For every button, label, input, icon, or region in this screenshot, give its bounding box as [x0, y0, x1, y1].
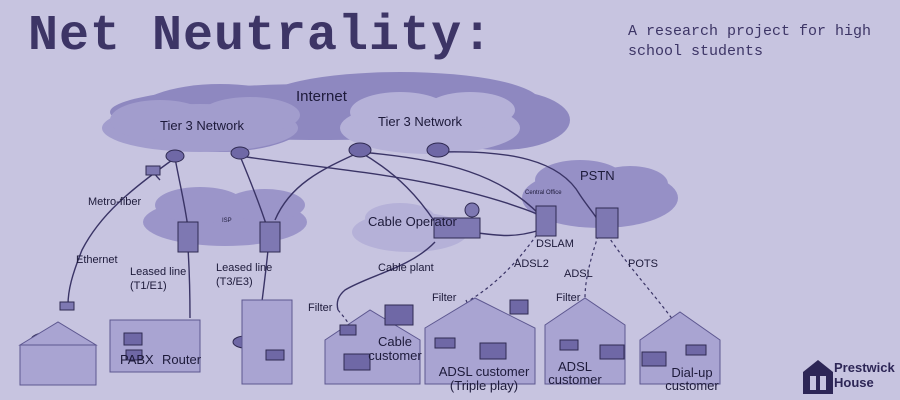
pstn-cloud [522, 160, 678, 228]
leased-line-t1-sublabel: (T1/E1) [130, 280, 167, 292]
cable-customer-label: Cable customer [360, 335, 430, 363]
page-subtitle: A research project for high school stude… [628, 23, 872, 60]
cable-head-icon [433, 202, 481, 239]
page-title: Net Neutrality: [28, 8, 494, 65]
adsl-customer-label: ADSL customer [542, 360, 608, 386]
router-label: Router [162, 352, 202, 367]
dialup-customer-line1: Dial-up [671, 365, 713, 380]
cable-plant-label: Cable plant [378, 262, 434, 274]
central-office-label: Central Office [525, 190, 562, 196]
dialup-customer-label: Dial-up customer [656, 366, 728, 392]
metro-fiber-label: Metro-fiber [88, 196, 142, 208]
internet-label: Internet [296, 88, 347, 105]
tower-icons [177, 205, 619, 253]
connection-lines [67, 151, 601, 319]
cable-operator-label: Cable Operator [368, 214, 457, 229]
tier3-right-cloud [340, 92, 520, 154]
prestwick-logo-icon [803, 360, 833, 394]
switch-icons [59, 165, 161, 311]
adsl-label: ADSL [564, 268, 593, 280]
brand-name: Prestwick House [834, 360, 895, 390]
dslam-label: DSLAM [536, 238, 574, 250]
tier3-right-label: Tier 3 Network [378, 114, 463, 129]
filter-label: Filter [556, 292, 581, 304]
adsl-customer-line1: ADSL [558, 359, 592, 374]
pots-label: POTS [628, 258, 658, 270]
tier3-left-label: Tier 3 Network [160, 118, 245, 133]
leased-line-t3-label: Leased line [216, 262, 273, 274]
brand-name-line1: Prestwick [834, 360, 895, 375]
adsl-customer-line2: customer [548, 372, 602, 387]
filter-label: Filter [432, 292, 457, 304]
brand-logo: Prestwick House [800, 358, 900, 396]
brand-name-line2: House [834, 375, 874, 390]
leased-line-t3-sublabel: (T3/E3) [216, 276, 253, 288]
ethernet-label: Ethernet [76, 254, 118, 266]
dialup-customer-line2: customer [665, 378, 719, 393]
cable-customer-line1: Cable [378, 334, 412, 349]
customer-devices [123, 299, 707, 371]
adsl-triple-line2: (Triple play) [449, 378, 519, 393]
adsl-triple-customer-label: ADSL customer (Triple play) [430, 365, 538, 393]
isp-label: ISP [222, 218, 232, 224]
isp-cloud [143, 187, 307, 246]
leased-line-t1-label: Leased line [130, 266, 187, 278]
filter-label: Filter [308, 302, 333, 314]
pstn-label: PSTN [580, 168, 615, 183]
tier3-left-cloud [102, 97, 300, 152]
adsl2-label: ADSL2 [514, 258, 549, 270]
pabx-label: PABX [120, 352, 154, 367]
adsl-triple-line1: ADSL customer [438, 364, 530, 379]
cable-customer-line2: customer [368, 348, 422, 363]
